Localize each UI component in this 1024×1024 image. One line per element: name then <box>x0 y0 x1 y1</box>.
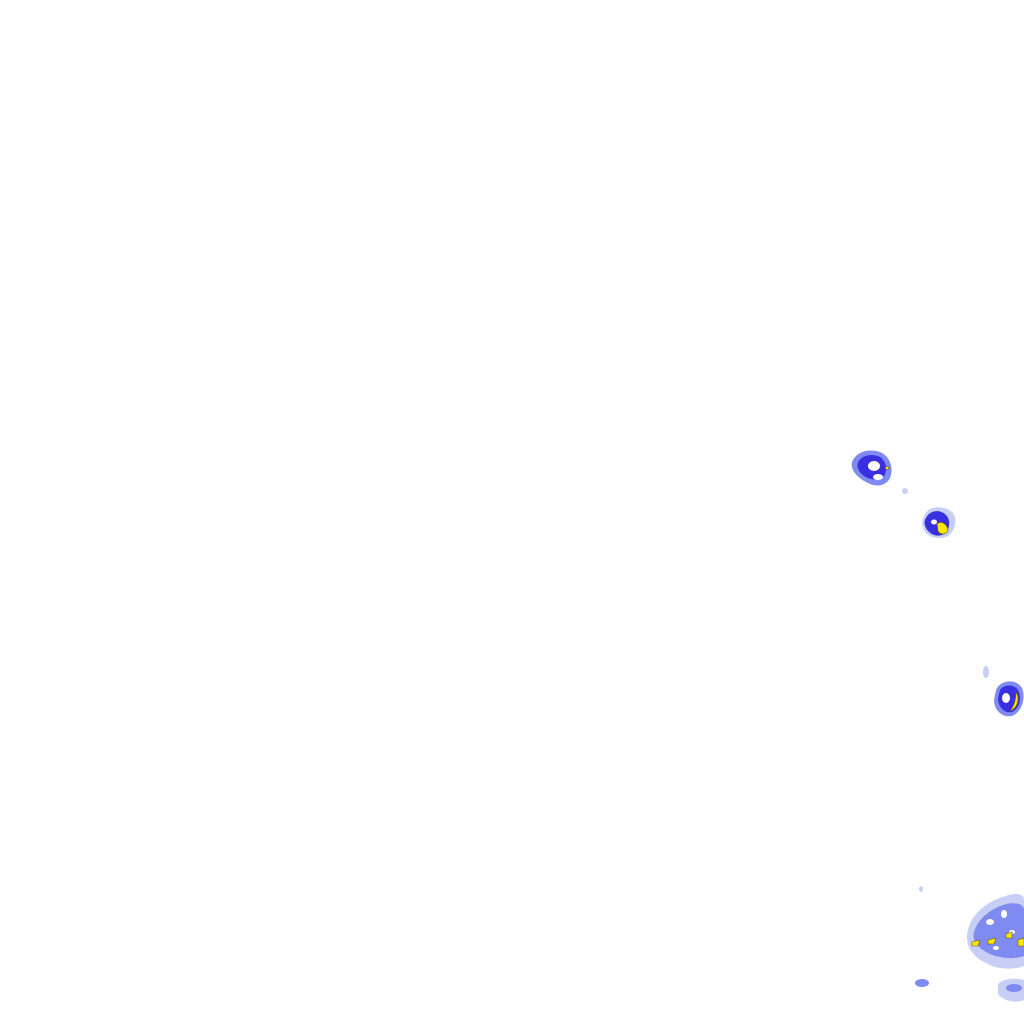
cell-4-hole-4 <box>993 946 999 950</box>
cell-4-trail-heavy <box>1006 984 1022 992</box>
cell-4-hole-1 <box>986 919 994 925</box>
cell-4-mid <box>973 903 1024 959</box>
cell-4-core-4 <box>1017 937 1024 947</box>
cell-3-hole <box>1002 693 1010 703</box>
radar-cell-4 <box>915 886 1024 1002</box>
radar-cell-2 <box>922 507 956 538</box>
cell-4-core-1 <box>971 939 981 947</box>
cell-4-hole-2 <box>1001 910 1007 918</box>
cell-4-core-3 <box>1005 931 1013 939</box>
cell-1-hole <box>868 461 880 471</box>
cell-4-stray-1 <box>919 886 923 892</box>
cell-4-stray-2 <box>915 979 929 987</box>
cell-2-core <box>936 522 949 535</box>
cell-3-core <box>1009 691 1019 712</box>
radar-cell-1 <box>851 450 908 494</box>
cell-2-hole <box>931 519 937 525</box>
cell-1-core <box>885 466 889 470</box>
cell-3-stray <box>983 666 989 678</box>
cell-4-core-2 <box>987 937 997 945</box>
cell-1-hole-2 <box>873 474 883 480</box>
radar-cell-3 <box>983 666 1024 717</box>
cell-1-fleck <box>902 488 908 494</box>
